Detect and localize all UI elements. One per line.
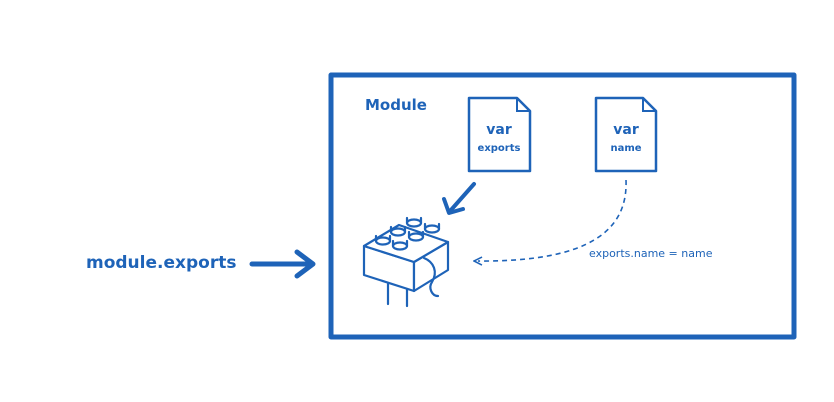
module-exports-label: module.exports bbox=[86, 253, 236, 273]
assignment-label: exports.name = name bbox=[589, 247, 713, 260]
exports-file-keyword: var bbox=[486, 122, 512, 138]
exports-file-name: exports bbox=[478, 143, 521, 154]
exports-file-fold bbox=[516, 98, 530, 112]
module-box bbox=[328, 72, 797, 340]
name-file-keyword: var bbox=[613, 122, 639, 138]
name-file: var name bbox=[594, 96, 658, 173]
exports-file-icon bbox=[467, 96, 532, 173]
exports-file: var exports bbox=[467, 96, 532, 173]
external-arrow bbox=[249, 249, 316, 279]
assignment-dashed-arrow bbox=[478, 179, 627, 261]
lego-brick-icon bbox=[362, 216, 450, 308]
name-file-icon bbox=[594, 96, 658, 173]
exports-to-block-arrow bbox=[442, 182, 476, 215]
name-file-fold bbox=[642, 98, 656, 112]
watermark: 掘金技术社区 @ 不爱说话郭德纲 bbox=[569, 371, 818, 391]
module-label: Module bbox=[365, 96, 427, 114]
name-file-name: name bbox=[610, 143, 641, 154]
